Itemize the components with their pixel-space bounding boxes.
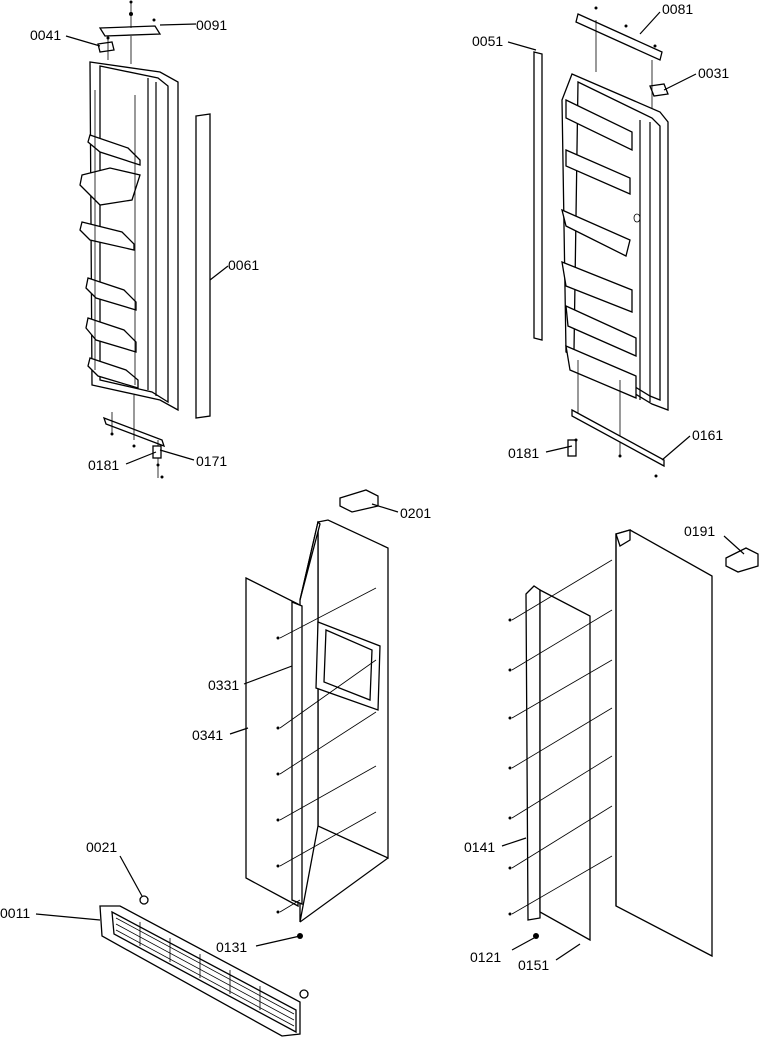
label-0051: 0051 <box>472 33 503 49</box>
door-bin-b <box>565 149 631 195</box>
handle-0141 <box>525 585 541 921</box>
label-0181-right: 0181 <box>508 445 539 461</box>
label-0331: 0331 <box>208 677 239 693</box>
door-bin-f <box>565 344 637 399</box>
door-gasket-strip-0061 <box>195 113 211 419</box>
label-0201: 0201 <box>400 505 431 521</box>
label-0141: 0141 <box>464 839 495 855</box>
door-bin-a <box>565 98 633 152</box>
hinge-cap-0201 <box>339 489 379 513</box>
label-0181-left: 0181 <box>88 457 119 473</box>
label-0131: 0131 <box>216 939 247 955</box>
door-trim-0151 <box>539 588 591 942</box>
door-trim-panel-0341 <box>245 576 299 908</box>
bottom-hinge-0161 <box>571 408 665 468</box>
door-bin-3 <box>85 277 137 311</box>
handle-strip-0331 <box>291 601 303 905</box>
fresh-food-door-assembly <box>533 6 669 478</box>
door-bin-1 <box>87 134 141 166</box>
hinge-bracket-0041 <box>97 41 115 53</box>
outer-door-front-left <box>299 521 319 923</box>
label-0341: 0341 <box>192 727 223 743</box>
door-bin-c <box>561 208 631 257</box>
label-0191: 0191 <box>684 523 715 539</box>
freezer-outer-door <box>245 489 389 939</box>
label-0171: 0171 <box>196 453 227 469</box>
top-hinge-plate-0081 <box>575 13 663 61</box>
part-labels: 0041 0091 0081 0051 0031 0061 0181 0171 … <box>0 1 729 973</box>
toe-grille-assembly <box>99 895 309 1037</box>
door-gasket-strip-0051 <box>533 51 543 341</box>
label-0161: 0161 <box>692 427 723 443</box>
hinge-pin-0181-right <box>567 439 577 457</box>
label-0121: 0121 <box>470 949 501 965</box>
door-bin-d <box>561 260 633 313</box>
label-0061: 0061 <box>228 257 259 273</box>
label-0081: 0081 <box>662 1 693 17</box>
door-bin-5 <box>87 357 139 389</box>
label-0021: 0021 <box>86 839 117 855</box>
top-hinge-plate-0091 <box>98 25 162 37</box>
door-bin-e <box>565 304 637 357</box>
grille-clip-0021 <box>139 895 149 905</box>
hinge-pin-0181 <box>152 445 162 459</box>
hinge-cap-0191 <box>725 547 759 573</box>
label-0041: 0041 <box>30 27 61 43</box>
door-bin-2 <box>79 221 135 251</box>
label-0151: 0151 <box>518 957 549 973</box>
outer-door-panel-right <box>615 529 713 958</box>
fresh-food-outer-door <box>508 529 759 958</box>
label-0091: 0091 <box>196 17 227 33</box>
label-0011: 0011 <box>0 905 30 921</box>
leader-lines <box>35 11 745 961</box>
label-0031: 0031 <box>698 65 729 81</box>
ice-dispenser-chute <box>79 167 141 206</box>
freezer-door-assembly <box>79 0 211 479</box>
hinge-bracket-0031 <box>649 83 669 97</box>
door-bin-4 <box>85 317 137 353</box>
